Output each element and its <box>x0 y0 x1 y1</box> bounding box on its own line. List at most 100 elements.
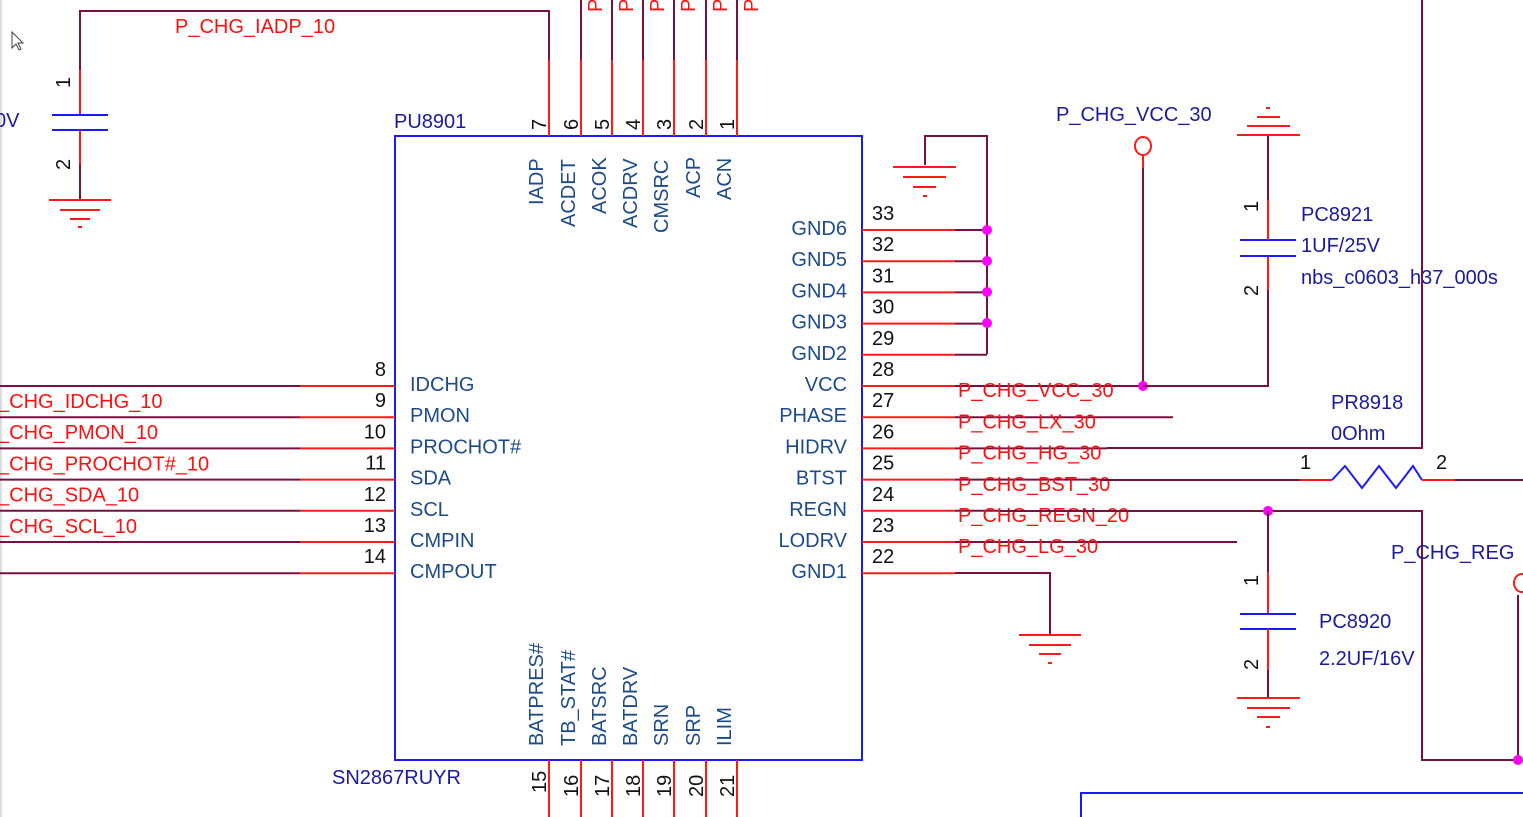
lx-wire <box>1107 0 1423 449</box>
net-label-iadp: P_CHG_IADP_10 <box>175 16 335 38</box>
pin-name: HIDRV <box>785 436 848 458</box>
junction-dot <box>982 256 992 266</box>
pin-number: 1 <box>717 119 739 130</box>
pin-name: SCL <box>410 499 449 521</box>
second-chip-body[interactable] <box>1080 792 1523 817</box>
pin-name: ACDET <box>558 159 580 227</box>
pin-number: 24 <box>872 484 894 506</box>
pin-number: 32 <box>872 234 894 256</box>
pin-name: GND3 <box>791 312 847 334</box>
regn-port[interactable]: P_CHG_REG <box>1391 542 1523 765</box>
pin-number: 18 <box>623 775 645 797</box>
junction-dot <box>982 287 992 297</box>
pin-number: 25 <box>872 453 894 475</box>
pin-name: GND4 <box>791 280 847 302</box>
pin-number: 5 <box>592 119 614 130</box>
pin-name: PROCHOT# <box>410 436 522 458</box>
net-label: P_CHG_VCC_30 <box>958 380 1114 402</box>
pin-name: ACP <box>683 157 705 198</box>
pin-name: BATSRC <box>589 666 611 746</box>
net-label: P_CHG_REGN_20 <box>958 505 1129 527</box>
mouse-cursor-icon <box>11 30 25 51</box>
cap-value: 0V <box>0 110 20 132</box>
ground-icon <box>1237 107 1300 136</box>
bottom-pin[interactable]: 17 BATSRC <box>589 666 614 817</box>
pin-number: 17 <box>592 775 614 797</box>
pin-number: 8 <box>375 359 386 381</box>
pin-number: 30 <box>872 297 894 319</box>
cap-value: 2.2UF/16V <box>1319 648 1415 670</box>
net-label: _CHG_IDCHG_10 <box>0 391 163 413</box>
net-label: P_CHG_LG_30 <box>958 536 1098 558</box>
pin-name: ACN <box>714 158 736 200</box>
pin-number: 14 <box>364 546 386 568</box>
pin-name: PHASE <box>779 405 847 427</box>
pin-name: SRP <box>683 705 705 746</box>
pin-name: GND5 <box>791 249 847 271</box>
port-circle-icon <box>1513 573 1523 593</box>
resistor-pr8918[interactable]: 1 2 PR8918 0Ohm <box>1100 392 1523 490</box>
pin-number: 26 <box>872 421 894 443</box>
pin-number: 3 <box>654 119 676 130</box>
lg-ground <box>955 572 1081 664</box>
junction-dot <box>982 225 992 235</box>
capacitor-pc8920[interactable]: 1 2 PC8920 2.2UF/16V <box>1000 506 1518 761</box>
pin-number: 2 <box>53 159 75 170</box>
pin-number: 2 <box>1241 285 1263 296</box>
pin-name: SRN <box>651 704 673 746</box>
net-label: _CHG_PMON_10 <box>0 422 158 444</box>
pin-number: 23 <box>872 515 894 537</box>
left-capacitor[interactable]: 1 2 0V <box>0 10 550 228</box>
bottom-pin[interactable]: 19 SRN <box>651 704 676 817</box>
pin-name: BATPRES# <box>526 642 548 746</box>
capacitor-pc8921[interactable]: 1 2 PC8921 1UF/25V nbs_c0603_h37_000s <box>1143 107 1498 387</box>
net-label: P <box>710 0 732 12</box>
pin-name: ACOK <box>589 157 611 214</box>
pin-name: BTST <box>796 468 847 490</box>
pin-name: CMSRC <box>651 160 673 233</box>
pin-name: PMON <box>410 405 470 427</box>
cap-footprint: nbs_c0603_h37_000s <box>1301 267 1498 289</box>
ground-icon <box>49 199 111 228</box>
chip-ref: PU8901 <box>394 111 466 133</box>
pin-number: 19 <box>654 775 676 797</box>
net-label: P <box>647 0 669 12</box>
pin-name: SDA <box>410 468 452 490</box>
vcc-port[interactable]: P_CHG_VCC_30 <box>1056 104 1212 391</box>
pin-number: 10 <box>364 421 386 443</box>
pin-name: ILIM <box>714 707 736 746</box>
pin-number: 6 <box>561 119 583 130</box>
